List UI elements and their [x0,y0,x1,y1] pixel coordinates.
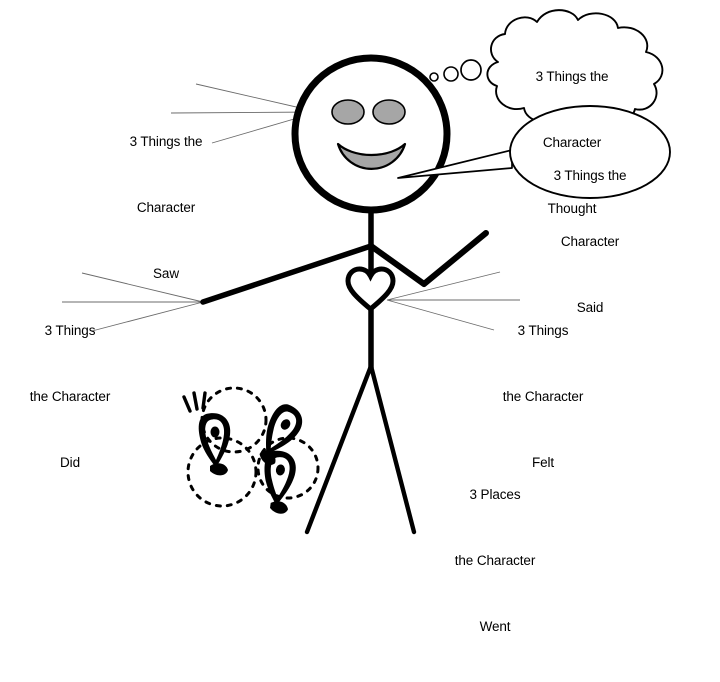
went-label-text: 3 Places the Character Went [420,440,570,682]
did-label-text: 3 Things the Character Did [0,276,140,518]
did-line-3: Did [60,455,80,470]
went-line-3: Went [479,619,511,634]
leader-line-felt-3 [386,299,495,331]
footprint-2-toe [280,419,291,430]
felt-line-2: the Character [502,389,584,404]
eyes-group [331,99,406,125]
saw-line-3: Saw [153,266,179,281]
footprint-3 [264,450,296,514]
felt-line-1: 3 Things [517,323,569,338]
head-circle [291,54,451,214]
right-eye [372,99,406,125]
legs-group [304,363,417,535]
footprints-group [182,386,320,514]
leader-line-did-1 [81,272,204,303]
leader-line-felt-1 [386,271,501,301]
did-line-1: 3 Things [44,323,96,338]
thought-bubble-text: 3 Things the Character Thought [487,22,657,264]
felt-label-text: 3 Things the Character Felt [473,276,613,518]
footprint-2 [259,404,303,465]
leader-lines-felt [386,271,520,331]
speech-bubble-text: 3 Things the Character Said [505,121,675,363]
footprint-trail-2 [186,436,258,508]
footprint-1-outline [198,413,231,468]
footprint-1-toe [210,426,220,438]
thought-dot-small [429,72,439,82]
thought-bubble-shape [429,9,664,128]
leader-line-did-3 [91,301,204,332]
right-arm [368,230,489,287]
speech-bubble-shape [397,105,671,199]
said-line-1: 3 Things the [553,168,627,183]
saw-line-1: 3 Things the [129,134,203,149]
left-eye [331,99,365,125]
stick-figure-diagram [62,9,671,535]
said-line-2: Character [560,234,620,249]
footprint-2-outline [266,404,303,455]
saw-line-2: Character [136,200,196,215]
said-line-3: Said [576,300,604,315]
left-arm [200,243,374,305]
felt-line-3: Felt [531,455,555,470]
thought-line-3: Thought [547,201,597,216]
motion-ticks [182,391,207,413]
motion-tick-3 [201,391,207,410]
speech-ellipse [509,105,671,199]
footprint-3-outline [264,450,296,506]
went-line-1: 3 Places [469,487,521,502]
smile-mouth [336,142,407,170]
diagram-canvas: 3 Things the Character Thought 3 Things … [0,9,675,634]
thought-dot-large [460,59,482,81]
left-leg [304,363,374,535]
leader-lines-did [62,272,204,332]
right-leg [368,363,417,535]
motion-tick-2 [192,391,199,411]
footprint-3-toe [275,464,285,476]
leader-line-saw-2 [170,111,319,114]
thought-dot-medium [443,66,459,82]
thought-line-1: 3 Things the [535,69,609,84]
footprint-3-heel [270,501,288,514]
thought-line-2: Character [542,135,602,150]
did-line-2: the Character [29,389,111,404]
footprint-trail-3 [256,436,320,500]
thought-cloud [486,9,664,128]
went-line-2: the Character [454,553,536,568]
motion-tick-1 [182,395,192,413]
footprint-1 [198,413,231,476]
footprint-trail-1 [200,386,268,454]
footprint-1-heel [210,463,228,476]
saw-label-text: 3 Things the Character Saw [96,87,236,329]
heart-shape [345,266,396,313]
